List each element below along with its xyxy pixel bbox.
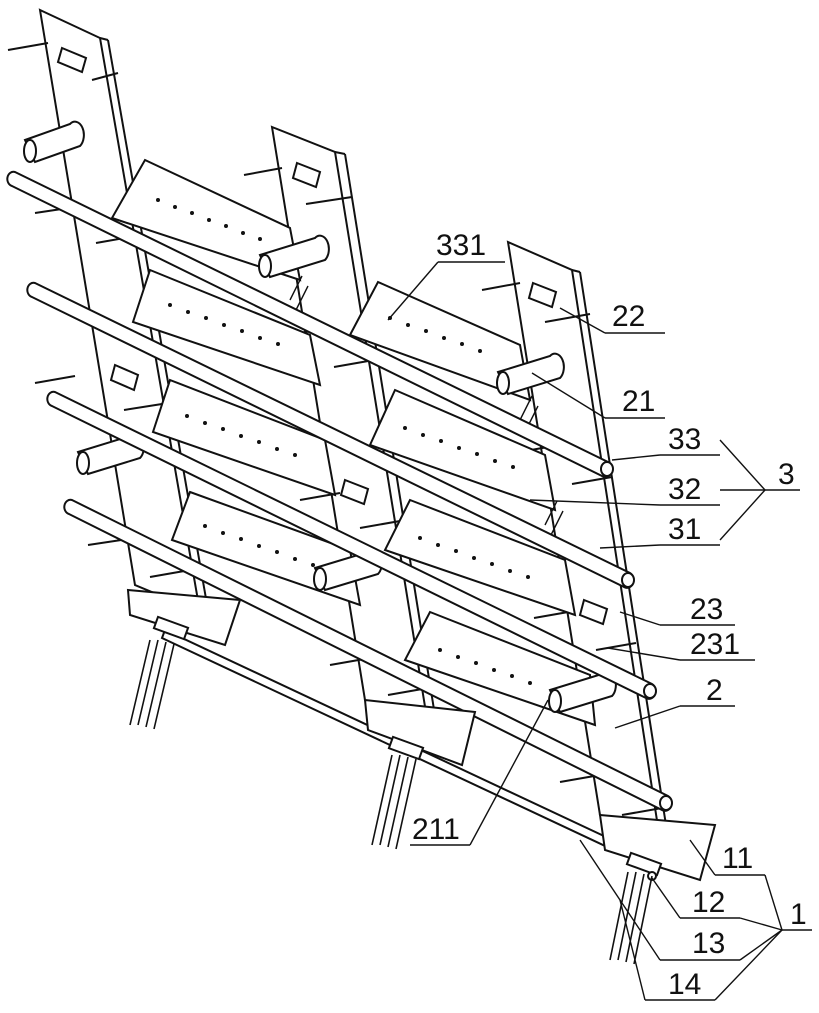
label-13: 13 bbox=[692, 927, 725, 960]
label-22: 22 bbox=[612, 300, 645, 333]
label-21: 21 bbox=[622, 385, 655, 418]
label-11: 11 bbox=[722, 842, 753, 875]
label-211: 211 bbox=[412, 813, 460, 846]
label-14: 14 bbox=[668, 968, 701, 1001]
label-331: 331 bbox=[436, 229, 486, 262]
label-12: 12 bbox=[692, 886, 725, 919]
label-2: 2 bbox=[706, 674, 723, 707]
label-3: 3 bbox=[778, 458, 795, 491]
label-31: 31 bbox=[668, 513, 701, 546]
label-1: 1 bbox=[790, 898, 807, 931]
label-32: 32 bbox=[668, 473, 701, 506]
label-33: 33 bbox=[668, 423, 701, 456]
label-231: 231 bbox=[690, 628, 740, 661]
label-23: 23 bbox=[690, 593, 723, 626]
